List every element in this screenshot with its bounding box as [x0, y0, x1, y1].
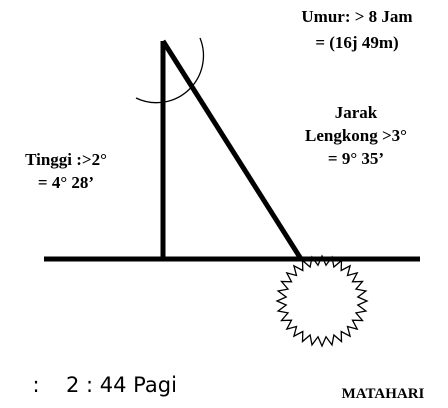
- sun-label: MATAHARI: [342, 386, 425, 402]
- angle-arc: [135, 37, 205, 104]
- jarak-label-line3: = 9° 35’: [328, 149, 384, 168]
- tinggi-label-line1: Tinggi :>2°: [25, 150, 107, 169]
- umur-label-line2: = (16j 49m): [315, 33, 398, 52]
- sun-icon: [275, 254, 369, 348]
- jarak-label-line1: Jarak: [335, 103, 378, 122]
- elongation-line: [160, 39, 304, 261]
- jarak-label-line2: Lengkong >3°: [305, 126, 407, 145]
- tinggi-label-line2: = 4° 28’: [38, 173, 94, 192]
- umur-label-line1: Umur: > 8 Jam: [301, 7, 412, 26]
- time-value: 2 : 44 Pagi: [66, 373, 177, 397]
- time-prefix: :: [32, 373, 39, 397]
